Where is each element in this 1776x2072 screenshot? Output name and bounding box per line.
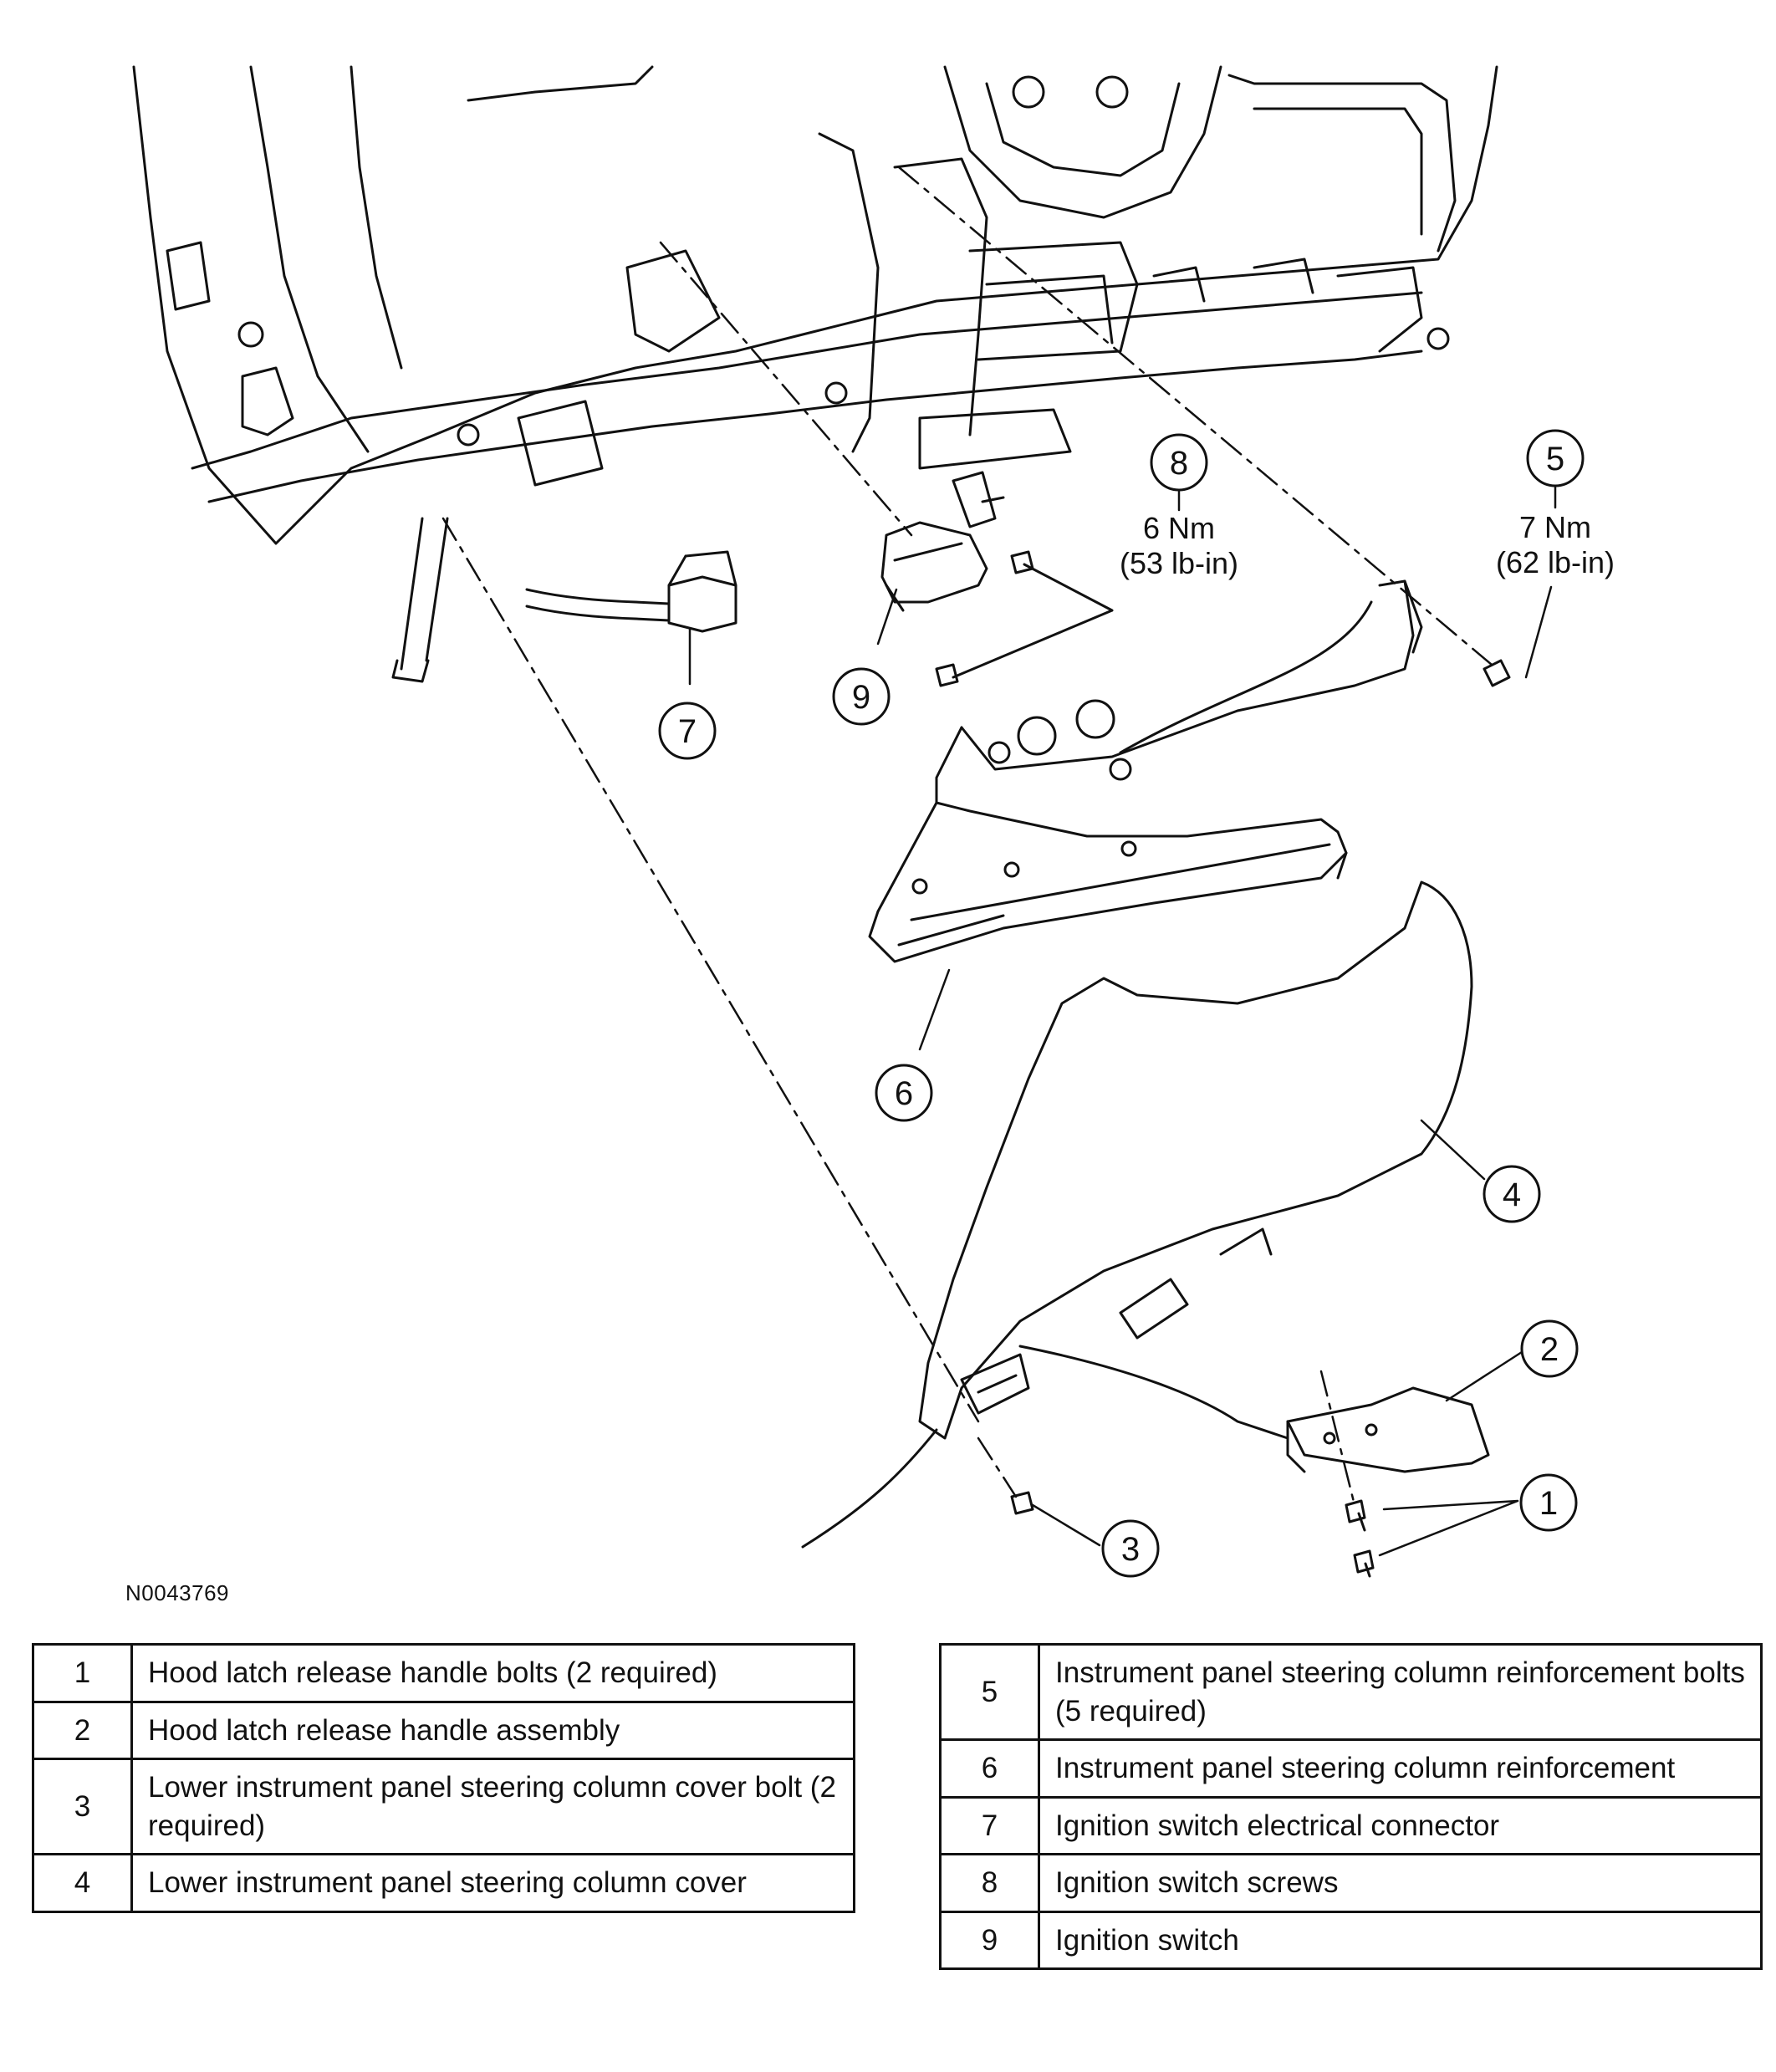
legend-item-description: Lower instrument panel steering column c…	[130, 1853, 855, 1913]
legend-item-description: Ignition switch	[1038, 1910, 1763, 1970]
legend-item-number: 9	[939, 1910, 1040, 1970]
instrument-panel-frame	[132, 65, 1498, 545]
torque-nm: 6 Nm	[1143, 511, 1215, 545]
callout-3: 3	[1101, 1519, 1160, 1578]
legend-row: 7 Ignition switch electrical connector	[939, 1795, 1763, 1855]
legend-row: 1 Hood latch release handle bolts (2 req…	[32, 1643, 855, 1703]
legend-row: 6 Instrument panel steering column reinf…	[939, 1738, 1763, 1799]
torque-nm: 7 Nm	[1519, 510, 1591, 544]
legend-item-description: Lower instrument panel steering column c…	[130, 1758, 855, 1855]
callouts: 1 2 3 4 5 6 7 8 9	[658, 429, 1585, 1578]
legend-row: 4 Lower instrument panel steering column…	[32, 1853, 855, 1913]
legend-row: 8 Ignition switch screws	[939, 1853, 1763, 1913]
legend-item-number: 5	[939, 1643, 1040, 1741]
callout-4: 4	[1483, 1165, 1541, 1223]
legend-item-number: 1	[32, 1643, 133, 1703]
legend-item-description: Instrument panel steering column reinfor…	[1038, 1643, 1763, 1741]
exploded-view-diagram: 1 2 3 4 5 6 7 8 9 6 Nm (53 lb-in) 7 Nm (…	[132, 65, 1615, 1578]
hood-latch-release-handle	[1018, 1345, 1490, 1578]
legend-item-description: Hood latch release handle bolts (2 requi…	[130, 1643, 855, 1703]
cover-bolt	[1010, 1491, 1034, 1515]
legend-row: 2 Hood latch release handle assembly	[32, 1700, 855, 1760]
legend-item-number: 8	[939, 1853, 1040, 1913]
svg-text:4: 4	[1503, 1176, 1521, 1213]
torque-spec-item-5: 7 Nm (62 lb-in)	[1496, 510, 1615, 579]
svg-text:2: 2	[1540, 1331, 1559, 1368]
svg-text:5: 5	[1546, 441, 1564, 477]
legend-item-description: Hood latch release handle assembly	[130, 1700, 855, 1760]
svg-text:7: 7	[678, 713, 697, 750]
release-cable	[801, 1428, 938, 1549]
svg-text:9: 9	[852, 679, 870, 716]
figure-id: N0043769	[125, 1580, 229, 1605]
legend-item-number: 7	[939, 1795, 1040, 1855]
ignition-switch-screws	[935, 550, 1114, 687]
torque-spec-item-8: 6 Nm (53 lb-in)	[1120, 511, 1238, 580]
svg-text:6: 6	[895, 1075, 913, 1112]
torque-lbin: (53 lb-in)	[1120, 546, 1238, 580]
legend-item-number: 4	[32, 1853, 133, 1913]
legend-item-description: Ignition switch electrical connector	[1038, 1795, 1763, 1855]
callout-8: 8	[1150, 433, 1208, 492]
leader-lines	[688, 485, 1557, 1557]
callout-7: 7	[658, 702, 717, 760]
torque-lbin: (62 lb-in)	[1496, 545, 1615, 579]
legend-row: 3 Lower instrument panel steering column…	[32, 1758, 855, 1855]
svg-text:8: 8	[1170, 445, 1188, 482]
lower-steering-column-cover	[918, 880, 1473, 1440]
ignition-switch-electrical-connector	[525, 550, 737, 633]
callout-1: 1	[1519, 1473, 1578, 1532]
parts-legend-left: 1 Hood latch release handle bolts (2 req…	[32, 1643, 855, 1913]
callout-6: 6	[875, 1064, 933, 1122]
ignition-switch	[880, 471, 1005, 612]
legend-row: 9 Ignition switch	[939, 1910, 1763, 1970]
callout-9: 9	[832, 667, 891, 726]
legend-item-number: 3	[32, 1758, 133, 1855]
alignment-lines	[441, 166, 1498, 1507]
callout-2: 2	[1520, 1319, 1579, 1378]
legend-row: 5 Instrument panel steering column reinf…	[939, 1643, 1763, 1741]
legend-item-number: 2	[32, 1700, 133, 1760]
parts-legend-right: 5 Instrument panel steering column reinf…	[939, 1643, 1763, 1970]
legend-item-number: 6	[939, 1738, 1040, 1799]
legend-item-description: Instrument panel steering column reinfor…	[1038, 1738, 1763, 1799]
steering-column-shaft	[391, 517, 449, 683]
svg-text:3: 3	[1121, 1531, 1140, 1568]
reinforcement-bolt	[1483, 659, 1511, 687]
steering-column-reinforcement	[868, 579, 1423, 963]
legend-item-description: Ignition switch screws	[1038, 1853, 1763, 1913]
callout-5: 5	[1526, 429, 1585, 487]
svg-text:1: 1	[1539, 1485, 1558, 1522]
